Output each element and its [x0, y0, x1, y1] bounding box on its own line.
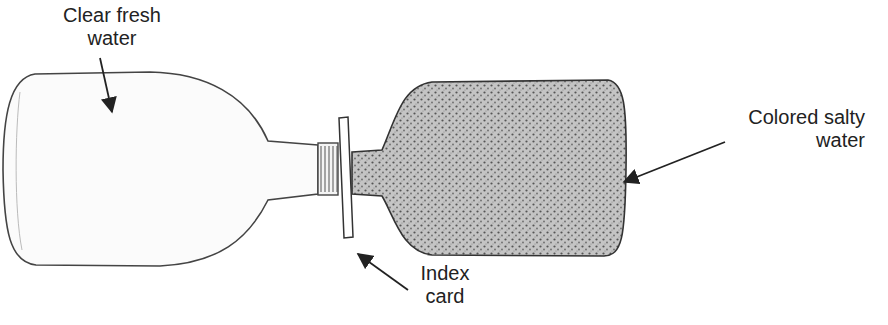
leader-arrow — [100, 58, 112, 112]
bottle-cap — [318, 143, 338, 195]
label-text: Clear fresh water — [52, 4, 172, 50]
label-text: Colored salty water — [700, 106, 865, 152]
leader-arrow — [624, 142, 725, 182]
label-text: Index card — [405, 262, 485, 308]
cap-thread — [329, 146, 330, 192]
fresh-water-surface — [16, 92, 22, 250]
cap-thread — [337, 146, 338, 192]
cap-thread — [321, 146, 322, 192]
leader-arrow — [358, 254, 408, 290]
index-card — [339, 117, 353, 238]
cap-thread — [325, 146, 326, 192]
cap-thread — [333, 146, 334, 192]
salty-water-bottle — [352, 80, 626, 256]
fresh-water-bottle — [3, 72, 318, 266]
